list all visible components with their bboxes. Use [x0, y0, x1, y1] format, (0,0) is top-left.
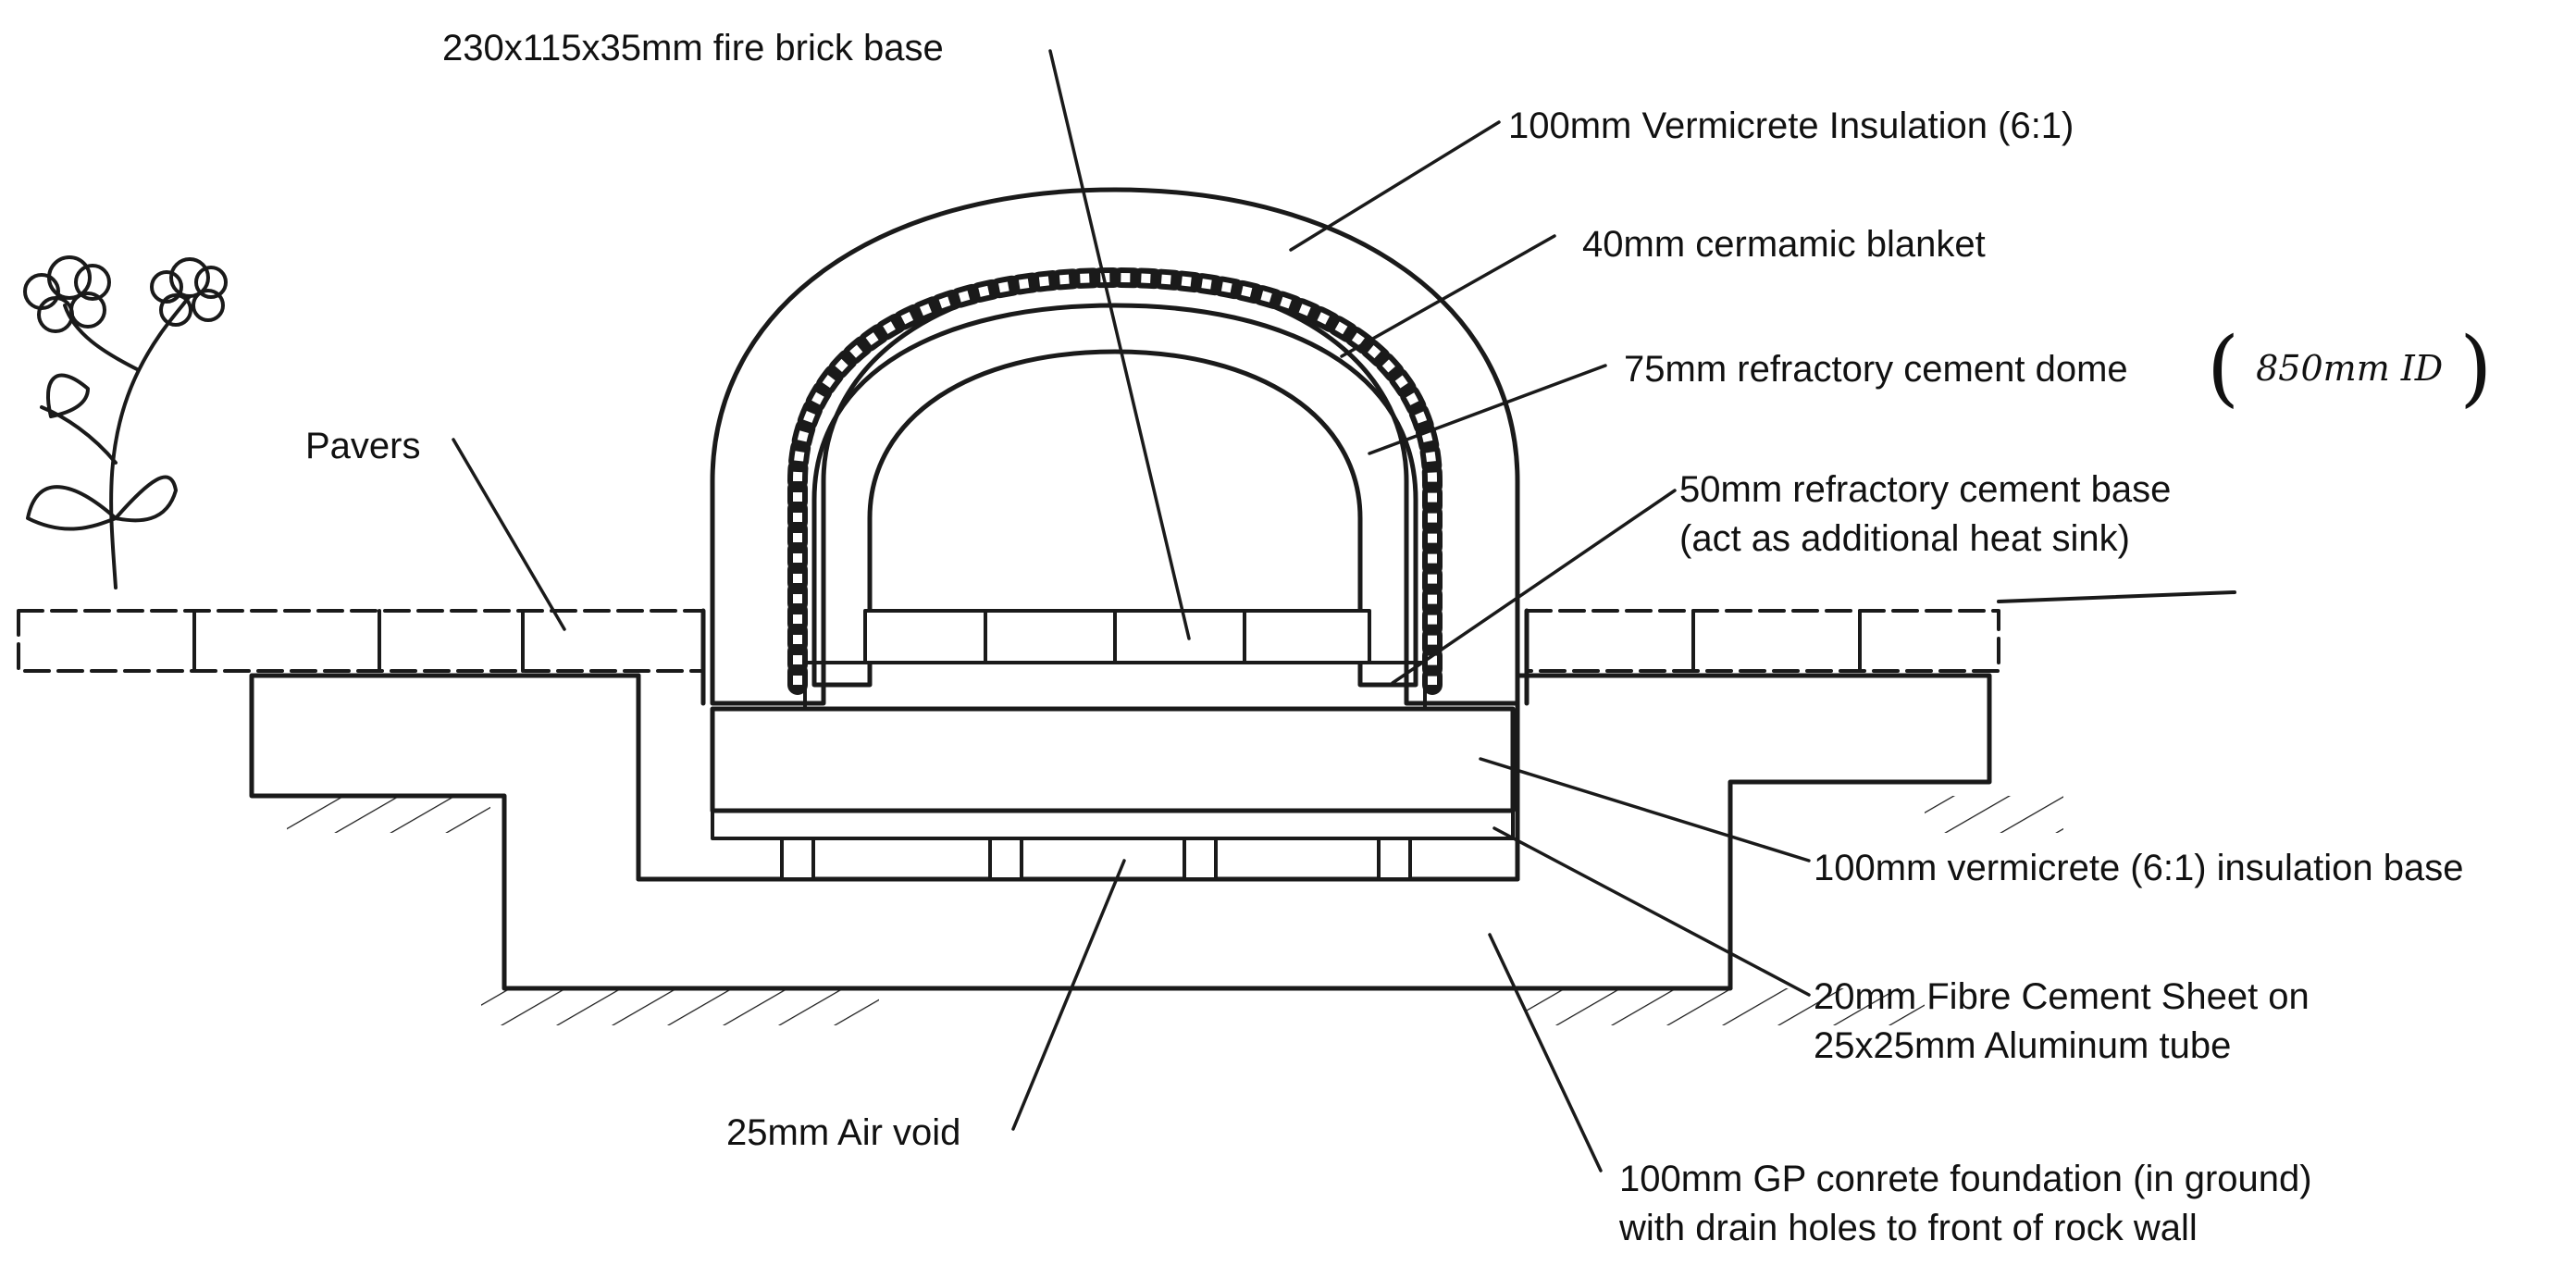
label-fibre-cement-line2: 25x25mm Aluminum tube [1814, 1025, 2232, 1066]
paren-open: ( [2207, 319, 2240, 416]
label-dome-id-note: (850mm ID) [2207, 319, 2492, 416]
vermicrete-insulation-base [710, 706, 1516, 813]
fibre-cement-sheet [711, 809, 1515, 840]
label-vermicrete-base: 100mm vermicrete (6:1) insulation base [1814, 848, 2464, 888]
fire-brick-base [863, 609, 1371, 664]
label-refractory-base-line2: (act as additional heat sink) [1679, 518, 2130, 559]
paren-close: ) [2459, 319, 2493, 416]
label-refractory-base-line1: 50mm refractory cement base [1679, 469, 2172, 510]
flower-sketch-icon [23, 255, 228, 589]
label-refractory-dome: 75mm refractory cement dome [1624, 349, 2128, 390]
pit-walls [636, 608, 1530, 882]
label-air-void: 25mm Air void [726, 1112, 961, 1153]
leader-lines [452, 49, 1811, 1173]
dome-id-text: 850mm ID [2256, 347, 2444, 389]
refractory-cement-dome [811, 303, 1418, 688]
refractory-cement-base [803, 661, 1427, 711]
label-vermicrete-insulation: 100mm Vermicrete Insulation (6:1) [1508, 105, 2074, 146]
label-fibre-cement-line1: 20mm Fibre Cement Sheet on [1814, 976, 2310, 1017]
aluminum-tube-supports [780, 837, 1412, 881]
concrete-foundation [249, 673, 1992, 991]
label-foundation-line2: with drain holes to front of rock wall [1619, 1208, 2198, 1248]
label-pavers: Pavers [305, 426, 421, 466]
label-foundation-line1: 100mm GP conrete foundation (in ground) [1619, 1159, 2312, 1199]
label-ceramic-blanket: 40mm cermamic blanket [1582, 224, 1986, 265]
label-fire-brick-base: 230x115x35mm fire brick base [442, 28, 944, 68]
ground-hatching [287, 796, 2063, 1025]
